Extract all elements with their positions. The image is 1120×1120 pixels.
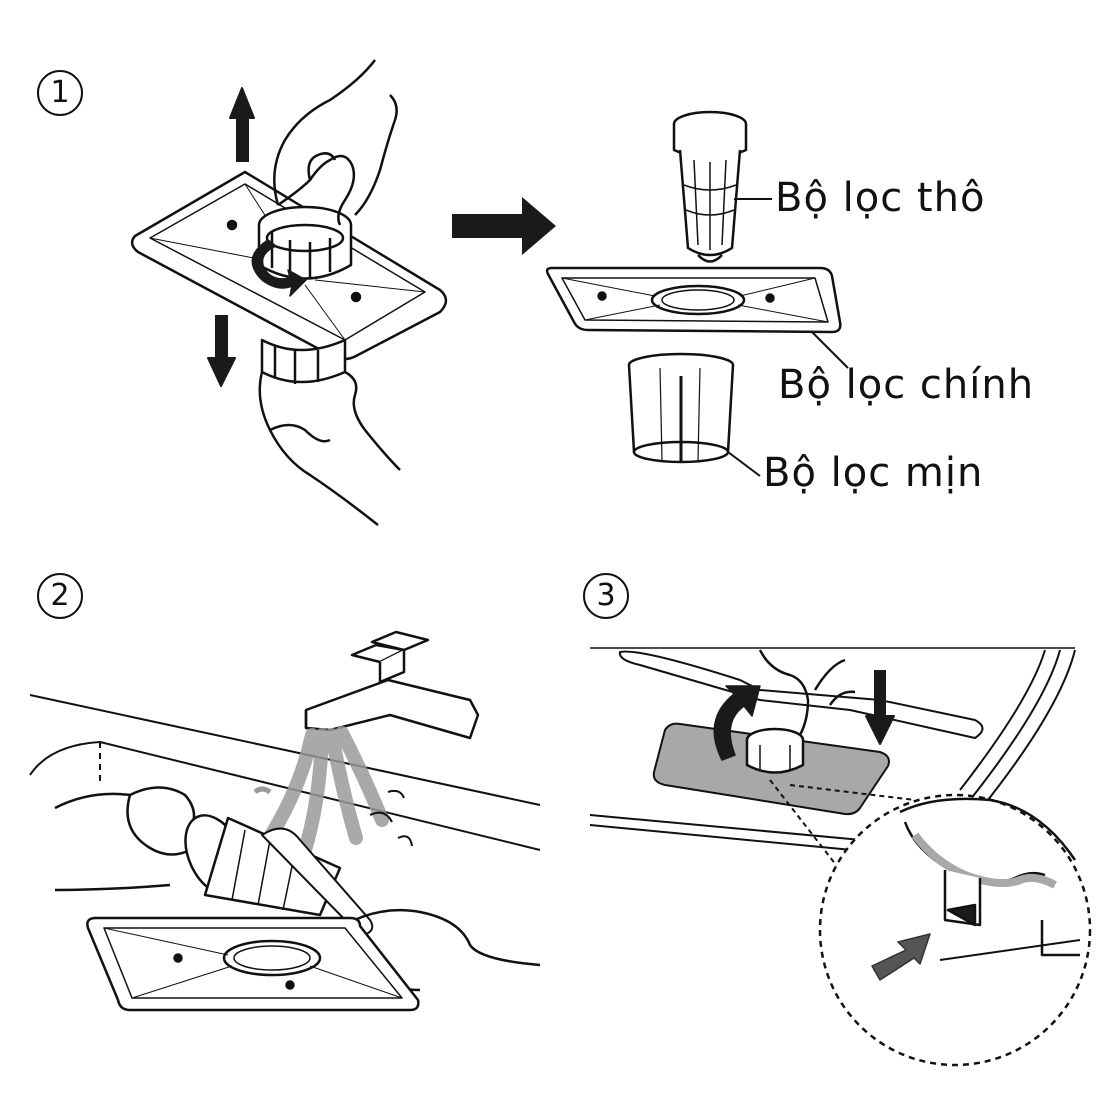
detail-contents: [899, 797, 1081, 961]
step3-hand: [758, 649, 856, 736]
faucet: [304, 630, 480, 740]
leader-fine: [727, 451, 761, 477]
fine-filter-part: [627, 352, 735, 464]
step1-removal-illustration: [130, 59, 448, 526]
brush: [261, 827, 374, 935]
step-3-number: 3: [596, 578, 616, 613]
main-filter-label: Bộ lọc chính: [778, 362, 1035, 408]
step1-exploded-illustration: [545, 110, 849, 477]
upper-hand: [273, 59, 398, 226]
rotate-arrow-icon: [251, 239, 307, 297]
step-3-badge: 3: [583, 573, 629, 619]
push-arrow-icon: [871, 933, 931, 981]
up-arrow-shaft: [236, 116, 249, 162]
step1-next-arrow-icon: [452, 197, 556, 255]
step3-install-illustration: [589, 647, 1092, 1067]
step3-down-arrow-icon: [865, 715, 895, 745]
step3-rotate-arrow-icon: [713, 685, 761, 761]
step3-down-arrow-shaft: [874, 670, 886, 718]
step-1-number: 1: [50, 75, 70, 110]
coarse-filter-label: Bộ lọc thô: [775, 175, 986, 221]
lower-hand: [258, 370, 401, 526]
callout-lines: [769, 779, 916, 871]
step2-rinse-illustration: [29, 630, 541, 1012]
leader-main: [811, 331, 849, 369]
step-2-badge: 2: [37, 573, 83, 619]
step-1-badge: 1: [37, 70, 83, 116]
fine-filter-label: Bộ lọc mịn: [763, 450, 984, 496]
water-stream: [261, 726, 389, 857]
step2-tray: [86, 916, 420, 1012]
main-filter-part: [545, 266, 842, 334]
step-2-number: 2: [50, 578, 70, 613]
down-arrow-icon: [207, 357, 236, 387]
down-arrow-shaft: [215, 315, 228, 360]
step2-hand: [54, 786, 196, 892]
detail-magnifier: [818, 793, 1092, 1067]
coarse-filter-part: [672, 110, 748, 263]
